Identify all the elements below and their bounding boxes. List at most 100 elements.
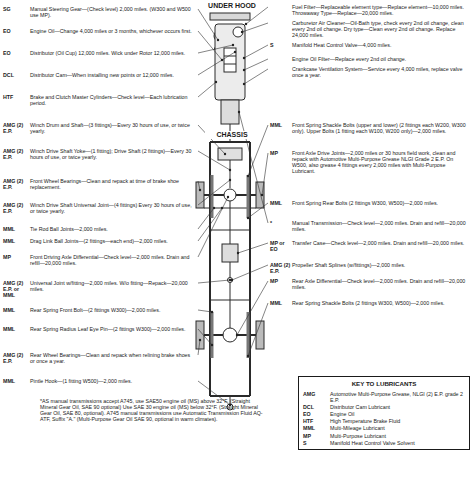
service-note: Engine Oil—Change 4,000 miles or 3 month… <box>30 28 194 34</box>
section-heading: CHASSIS <box>205 131 259 139</box>
service-note: Rear Spring Shackle Bolts (2 fittings W3… <box>292 300 470 306</box>
leader-line <box>198 180 230 205</box>
lubricant-name: Manifold Heat Control Valve Solvent <box>330 440 465 446</box>
service-note: Rear Spring Front Bolt—(2 fittings W300)… <box>30 307 194 313</box>
service-note: Front Spring Shackle Bolts (upper and lo… <box>292 122 470 134</box>
service-note: Tie Rod Ball Joints—2,000 miles. <box>30 226 194 232</box>
footnote: *AS manual transmissions accept A745, us… <box>40 398 265 422</box>
lubricant-name: Distributor Cam Lubricant <box>330 404 465 410</box>
lubricant-code: MML <box>3 226 29 232</box>
leader-line <box>242 23 268 32</box>
lubricant-code: SG <box>3 6 29 12</box>
lubricant-code: DCL <box>303 404 327 410</box>
lubricant-code: MP <box>303 433 327 439</box>
service-note: Manual Steering Gear—(Check level) 2,000… <box>30 6 194 18</box>
lubricant-code: MML <box>270 122 291 128</box>
lube-point <box>241 31 243 33</box>
lube-point <box>231 279 233 281</box>
lubricant-code: AMG (2) E.P. <box>3 202 29 214</box>
service-note: Fuel Filter—Replaceable element type—Rep… <box>292 4 470 16</box>
lube-point <box>199 339 201 341</box>
lubricant-code: AMG (2) E.P. <box>270 262 291 274</box>
lube-point <box>243 83 245 85</box>
service-note: Front Axle Drive Joints—2,000 miles or 3… <box>292 150 470 174</box>
lube-point <box>232 44 234 46</box>
leader-line <box>262 153 268 195</box>
service-note: Carburetor Air Cleaner—Oil-Bath type, ch… <box>292 20 470 38</box>
lube-point <box>211 344 213 346</box>
lube-point <box>247 355 249 357</box>
service-note: Winch Drive Shaft Yoke—(1 fitting); Driv… <box>30 148 194 160</box>
lubricant-code: MML <box>270 200 291 206</box>
service-note: Front Wheel Bearings—Clean and repack at… <box>30 178 194 190</box>
lube-point <box>199 189 201 191</box>
leader-line <box>198 45 233 53</box>
service-note: Distributor (Oil Cup) 12,000 miles. Wick… <box>30 50 194 56</box>
leader-line <box>198 208 222 241</box>
service-note: Rear Spring Radius Leaf Eye Pin—(2 fitti… <box>30 326 194 332</box>
service-note: Rear Axle Differential—Check level—2,000… <box>292 278 470 290</box>
lube-point <box>247 217 249 219</box>
leader-line <box>198 151 230 170</box>
lubricant-code: HTF <box>303 418 327 424</box>
lubricant-code: AMG (2) E.P. <box>3 352 29 364</box>
service-note: Distributor Cam—When installing new poin… <box>30 72 194 78</box>
leader-line <box>244 69 268 84</box>
leader-line <box>198 125 225 154</box>
leader-line <box>244 59 268 70</box>
lubricant-code: AMG (2) E.P. <box>3 148 29 160</box>
lubricant-code: EO <box>3 28 29 34</box>
leader-line <box>237 281 268 335</box>
service-note: Propeller Shaft Splines (w/fittings)—2,0… <box>292 262 470 268</box>
service-note: Universal Joint w/fitting—2,000 miles. W… <box>30 280 194 292</box>
lube-point <box>211 311 213 313</box>
lubricant-name: Multi-Mileage Lubricant <box>330 425 465 431</box>
lube-point <box>237 252 239 254</box>
lube-point <box>224 153 226 155</box>
lubricant-code: EO <box>3 50 29 56</box>
lube-point <box>215 81 217 83</box>
lube-point <box>234 51 236 53</box>
service-note: Brake and Clutch Master Cylinders—Check … <box>30 94 194 106</box>
lubricant-code: MML <box>270 300 291 306</box>
lube-point <box>221 207 223 209</box>
lube-point <box>227 196 229 198</box>
lube-point <box>261 194 263 196</box>
lubricant-code: AMG (2) E.P. <box>3 178 29 190</box>
lube-point <box>245 23 247 25</box>
lube-point <box>238 111 240 113</box>
service-note: Front Driving Axle Differential—Check le… <box>30 254 194 266</box>
lubricant-code: MML <box>3 238 29 244</box>
lube-point <box>247 175 249 177</box>
lube-point <box>236 334 238 336</box>
lubricant-code: * <box>270 220 291 226</box>
service-note: Winch Drum and Shaft—(3 fittings)—Every … <box>30 122 194 134</box>
leader-line <box>198 310 212 312</box>
lube-point <box>229 169 231 171</box>
lube-point <box>217 39 219 41</box>
leader-line <box>198 9 218 40</box>
lubricant-code: MP or EO <box>270 240 291 252</box>
service-note: Drag Link Ball Joints—(2 fittings—each e… <box>30 238 194 244</box>
lube-point <box>229 179 231 181</box>
service-note: Front Spring Rear Bolts (2 fittings W300… <box>292 200 470 206</box>
lubricant-code: S <box>270 42 291 48</box>
service-note: Winch Drive Shaft Universal Joint—(4 fit… <box>30 202 194 214</box>
lubricant-code: MP <box>3 254 29 260</box>
lubricant-code: MP <box>270 278 291 284</box>
leader-line <box>198 197 228 257</box>
lubricant-name: High Temperature Brake Fluid <box>330 418 465 424</box>
leader-line <box>248 303 268 356</box>
lubricant-code: AMG (2) E.P. <box>3 122 29 134</box>
leader-line <box>238 243 268 253</box>
vehicle-outline <box>196 13 264 410</box>
leader-line <box>198 52 235 75</box>
lubricant-name: Engine Oil <box>330 411 465 417</box>
lubricant-code: MML <box>3 378 29 384</box>
lubricant-code: MP <box>270 150 291 156</box>
leader-line <box>198 82 216 97</box>
service-note: Engine Oil Filter—Replace every 2nd oil … <box>292 56 470 62</box>
leader-line <box>198 280 230 283</box>
leader-line <box>198 329 212 345</box>
lubricant-code: EO <box>303 411 327 417</box>
